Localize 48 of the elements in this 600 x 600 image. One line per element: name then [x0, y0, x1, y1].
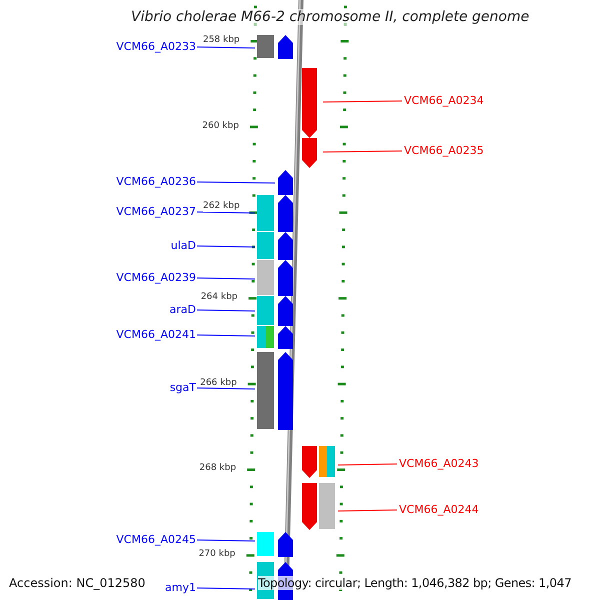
gene-label: sgaT — [170, 381, 196, 394]
leader-line — [196, 388, 256, 390]
gene-label: VCM66_A0233 — [116, 40, 196, 53]
leader-line — [196, 46, 256, 48]
footer-text: Accession: NC_012580 — [9, 576, 146, 590]
gene-feature — [301, 483, 336, 530]
gene-label: VCM66_A0243 — [399, 457, 479, 470]
gene-feature — [257, 326, 294, 349]
leader-line — [196, 182, 276, 184]
leader-line — [322, 100, 402, 102]
gene-feature — [257, 296, 294, 326]
gene-feature — [301, 446, 336, 478]
gene-label: VCM66_A0239 — [116, 271, 196, 284]
gene-feature — [257, 352, 294, 430]
gene-feature — [277, 170, 294, 195]
gene-label: VCM66_A0237 — [116, 205, 196, 218]
leader-line — [196, 212, 256, 214]
scale-label: 268 kbp — [198, 463, 236, 474]
gene-label: ulaD — [170, 239, 196, 252]
leader-line — [196, 310, 256, 312]
gene-feature — [257, 532, 294, 557]
leader-line — [338, 510, 398, 512]
gene-label: VCM66_A0234 — [404, 94, 484, 107]
scale-label: 270 kbp — [198, 549, 236, 560]
scale-label: 264 kbp — [200, 292, 238, 303]
gene-label: VCM66_A0235 — [404, 144, 484, 157]
gene-feature — [257, 232, 294, 260]
scale-label: 258 kbp — [202, 35, 240, 46]
gene-label: araD — [170, 303, 196, 316]
gene-label: VCM66_A0244 — [399, 503, 479, 516]
gene-label: VCM66_A0236 — [116, 175, 196, 188]
gene-label: VCM66_A0245 — [116, 533, 196, 546]
gene-feature — [257, 195, 294, 232]
gene-feature — [257, 35, 294, 59]
leader-line — [196, 246, 256, 248]
scale-label: 262 kbp — [203, 201, 240, 212]
scale-label: 260 kbp — [201, 121, 239, 132]
leader-line — [196, 334, 256, 336]
gene-label: amy1 — [165, 581, 196, 594]
gene-feature — [257, 260, 294, 296]
leader-line — [196, 278, 256, 280]
leader-line — [196, 588, 256, 590]
leader-line — [338, 464, 398, 466]
leader-line — [196, 540, 256, 542]
title: Vibrio cholerae M66-2 chromosome II, complete genome — [131, 9, 530, 25]
footer-text: Topology: circular; Length: 1,046,382 bp; Genes: 1,047 — [258, 576, 572, 590]
leader-line — [322, 150, 402, 152]
gene-label: VCM66_A0241 — [116, 328, 196, 341]
